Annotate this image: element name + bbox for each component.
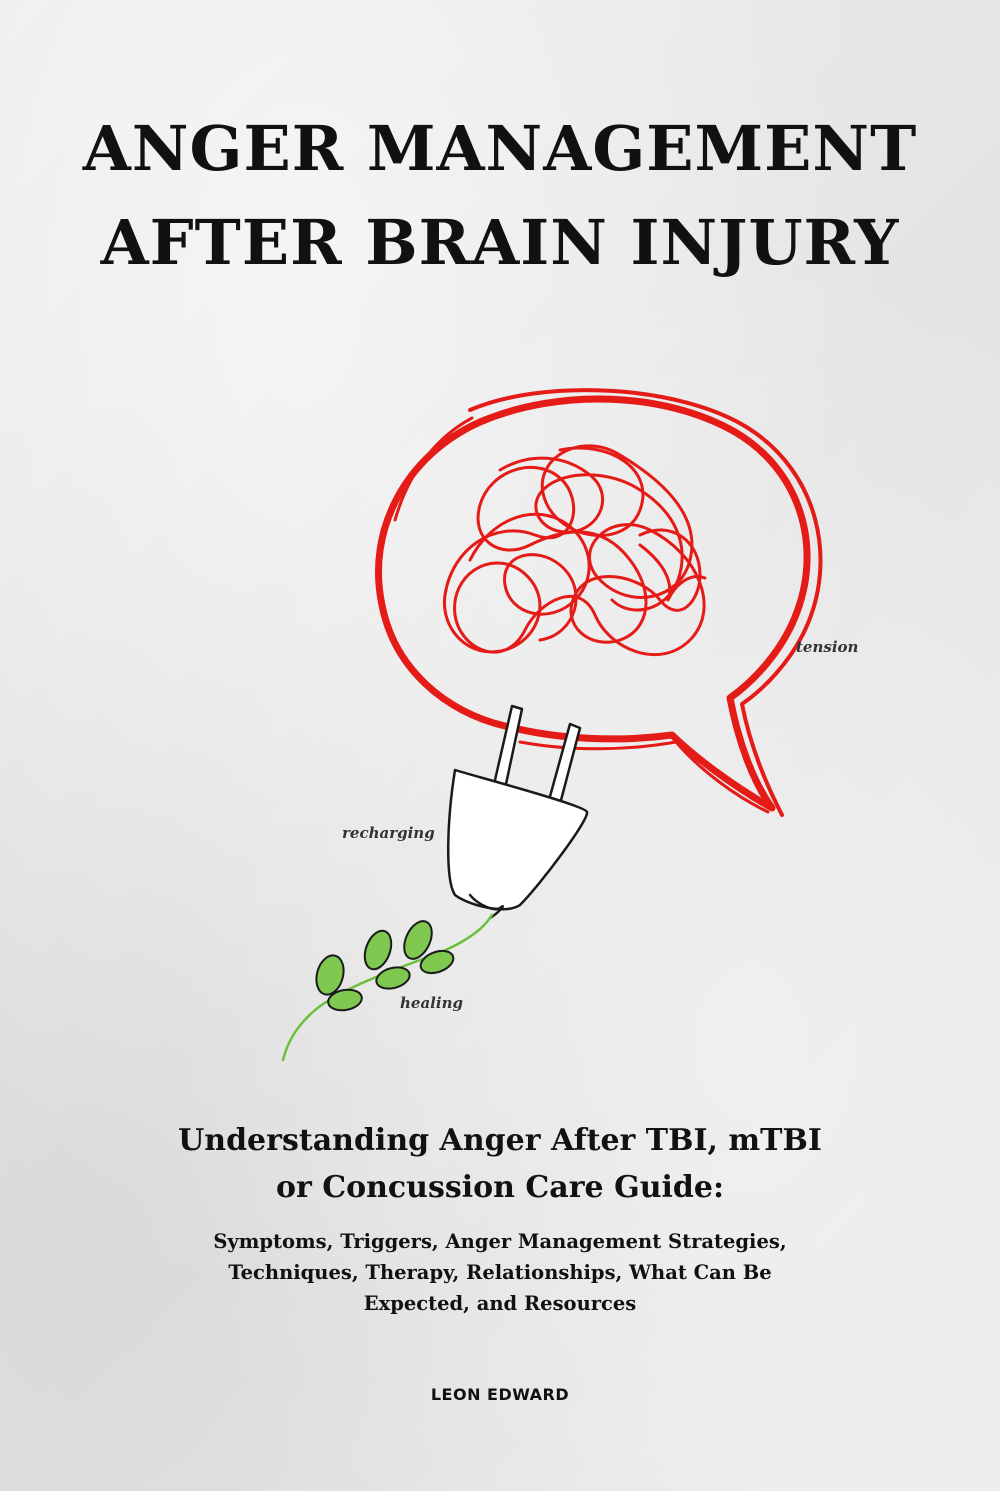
description-line-1: Symptoms, Triggers, Anger Management Str…: [213, 1230, 787, 1253]
description-line-2: Techniques, Therapy, Relationships, What…: [228, 1261, 772, 1284]
label-recharging: recharging: [342, 824, 435, 842]
title-line-2: AFTER BRAIN INJURY: [100, 206, 900, 279]
subtitle-line-2: or Concussion Care Guide:: [275, 1170, 725, 1205]
plug-icon: [447, 704, 589, 920]
label-healing: healing: [400, 994, 463, 1012]
author-name: LEON EDWARD: [430, 1385, 570, 1404]
label-tension: tension: [796, 638, 858, 656]
cover-illustration: tension recharging healing: [281, 388, 858, 1062]
description-line-3: Expected, and Resources: [363, 1292, 637, 1315]
title-line-1: ANGER MANAGEMENT: [82, 112, 918, 185]
subtitle-line-1: Understanding Anger After TBI, mTBI: [178, 1123, 822, 1158]
tangled-scribble-icon: [442, 444, 707, 657]
subtitle: Understanding Anger After TBI, mTBI or C…: [0, 1117, 1000, 1211]
description: Symptoms, Triggers, Anger Management Str…: [0, 1226, 1000, 1319]
sprout-icon: [281, 913, 494, 1062]
